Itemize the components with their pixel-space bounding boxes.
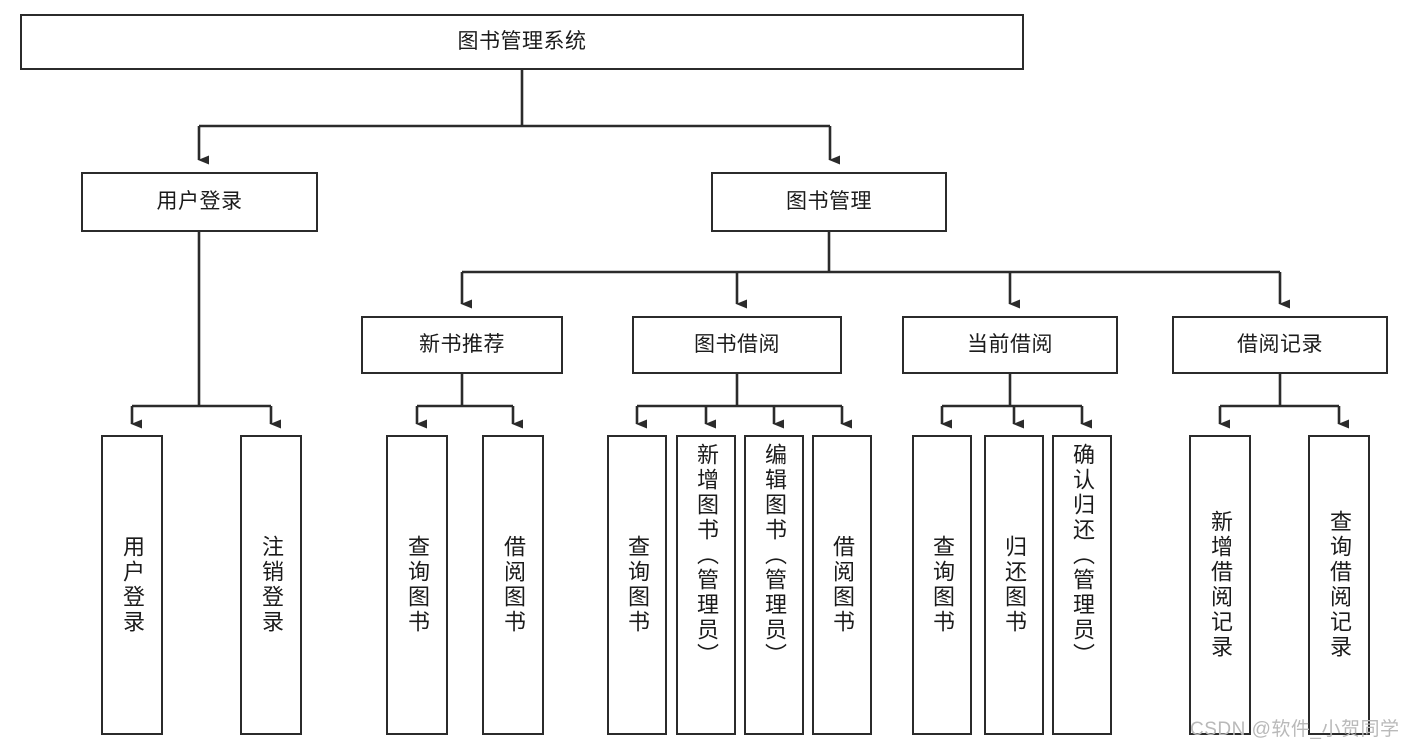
leaf-add-book-admin-label: 新增图书（管理员） xyxy=(694,443,719,668)
edges-level2-to-level3 xyxy=(460,232,1290,309)
leaf-confirm-return-admin[interactable]: 确认归还（管理员） xyxy=(1052,435,1112,735)
edges-root-to-level2 xyxy=(197,70,840,165)
leaf-search-borrow-record-label: 查询借阅记录 xyxy=(1327,510,1352,660)
leaf-return-book[interactable]: 归还图书 xyxy=(984,435,1044,735)
leaf-add-borrow-record-label: 新增借阅记录 xyxy=(1208,510,1233,660)
leaf-search-book-borrow-label: 查询图书 xyxy=(625,535,650,635)
leaf-borrow-book-label: 借阅图书 xyxy=(830,535,855,635)
leaf-borrow-book[interactable]: 借阅图书 xyxy=(812,435,872,735)
node-book-borrow-label: 图书借阅 xyxy=(694,332,780,356)
edges-records-to-leaves xyxy=(1218,374,1349,429)
node-borrow-records-label: 借阅记录 xyxy=(1237,332,1323,356)
leaf-user-login-label: 用户登录 xyxy=(120,535,145,635)
leaf-edit-book-admin-label: 编辑图书（管理员） xyxy=(762,443,787,668)
node-user-login-label: 用户登录 xyxy=(156,189,243,213)
edges-current-to-leaves xyxy=(940,374,1092,429)
leaf-return-book-label: 归还图书 xyxy=(1002,535,1027,635)
leaf-search-book-current-label: 查询图书 xyxy=(930,535,955,635)
leaf-user-logout[interactable]: 注销登录 xyxy=(240,435,302,735)
leaf-user-logout-label: 注销登录 xyxy=(259,535,284,635)
node-borrow-records[interactable]: 借阅记录 xyxy=(1172,316,1388,374)
edges-userlogin-to-leaves xyxy=(130,232,281,429)
leaf-borrow-book-newbook[interactable]: 借阅图书 xyxy=(482,435,544,735)
leaf-user-login[interactable]: 用户登录 xyxy=(101,435,163,735)
node-current-borrow-label: 当前借阅 xyxy=(967,332,1053,356)
leaf-search-book-newbook[interactable]: 查询图书 xyxy=(386,435,448,735)
node-book-management[interactable]: 图书管理 xyxy=(711,172,947,232)
leaf-search-book-newbook-label: 查询图书 xyxy=(405,535,430,635)
node-root-label: 图书管理系统 xyxy=(457,29,587,53)
node-root[interactable]: 图书管理系统 xyxy=(20,14,1024,70)
node-user-login[interactable]: 用户登录 xyxy=(81,172,318,232)
node-current-borrow[interactable]: 当前借阅 xyxy=(902,316,1118,374)
edges-newbook-to-leaves xyxy=(415,374,523,429)
leaf-search-borrow-record[interactable]: 查询借阅记录 xyxy=(1308,435,1370,735)
leaf-add-borrow-record[interactable]: 新增借阅记录 xyxy=(1189,435,1251,735)
edges-borrow-to-leaves xyxy=(635,374,852,429)
node-book-borrow[interactable]: 图书借阅 xyxy=(632,316,842,374)
node-new-book-recommend-label: 新书推荐 xyxy=(419,332,505,356)
leaf-confirm-return-admin-label: 确认归还（管理员） xyxy=(1070,443,1095,668)
leaf-search-book-borrow[interactable]: 查询图书 xyxy=(607,435,667,735)
node-new-book-recommend[interactable]: 新书推荐 xyxy=(361,316,563,374)
node-book-management-label: 图书管理 xyxy=(786,189,872,213)
leaf-add-book-admin[interactable]: 新增图书（管理员） xyxy=(676,435,736,735)
leaf-edit-book-admin[interactable]: 编辑图书（管理员） xyxy=(744,435,804,735)
leaf-search-book-current[interactable]: 查询图书 xyxy=(912,435,972,735)
leaf-borrow-book-newbook-label: 借阅图书 xyxy=(501,535,526,635)
